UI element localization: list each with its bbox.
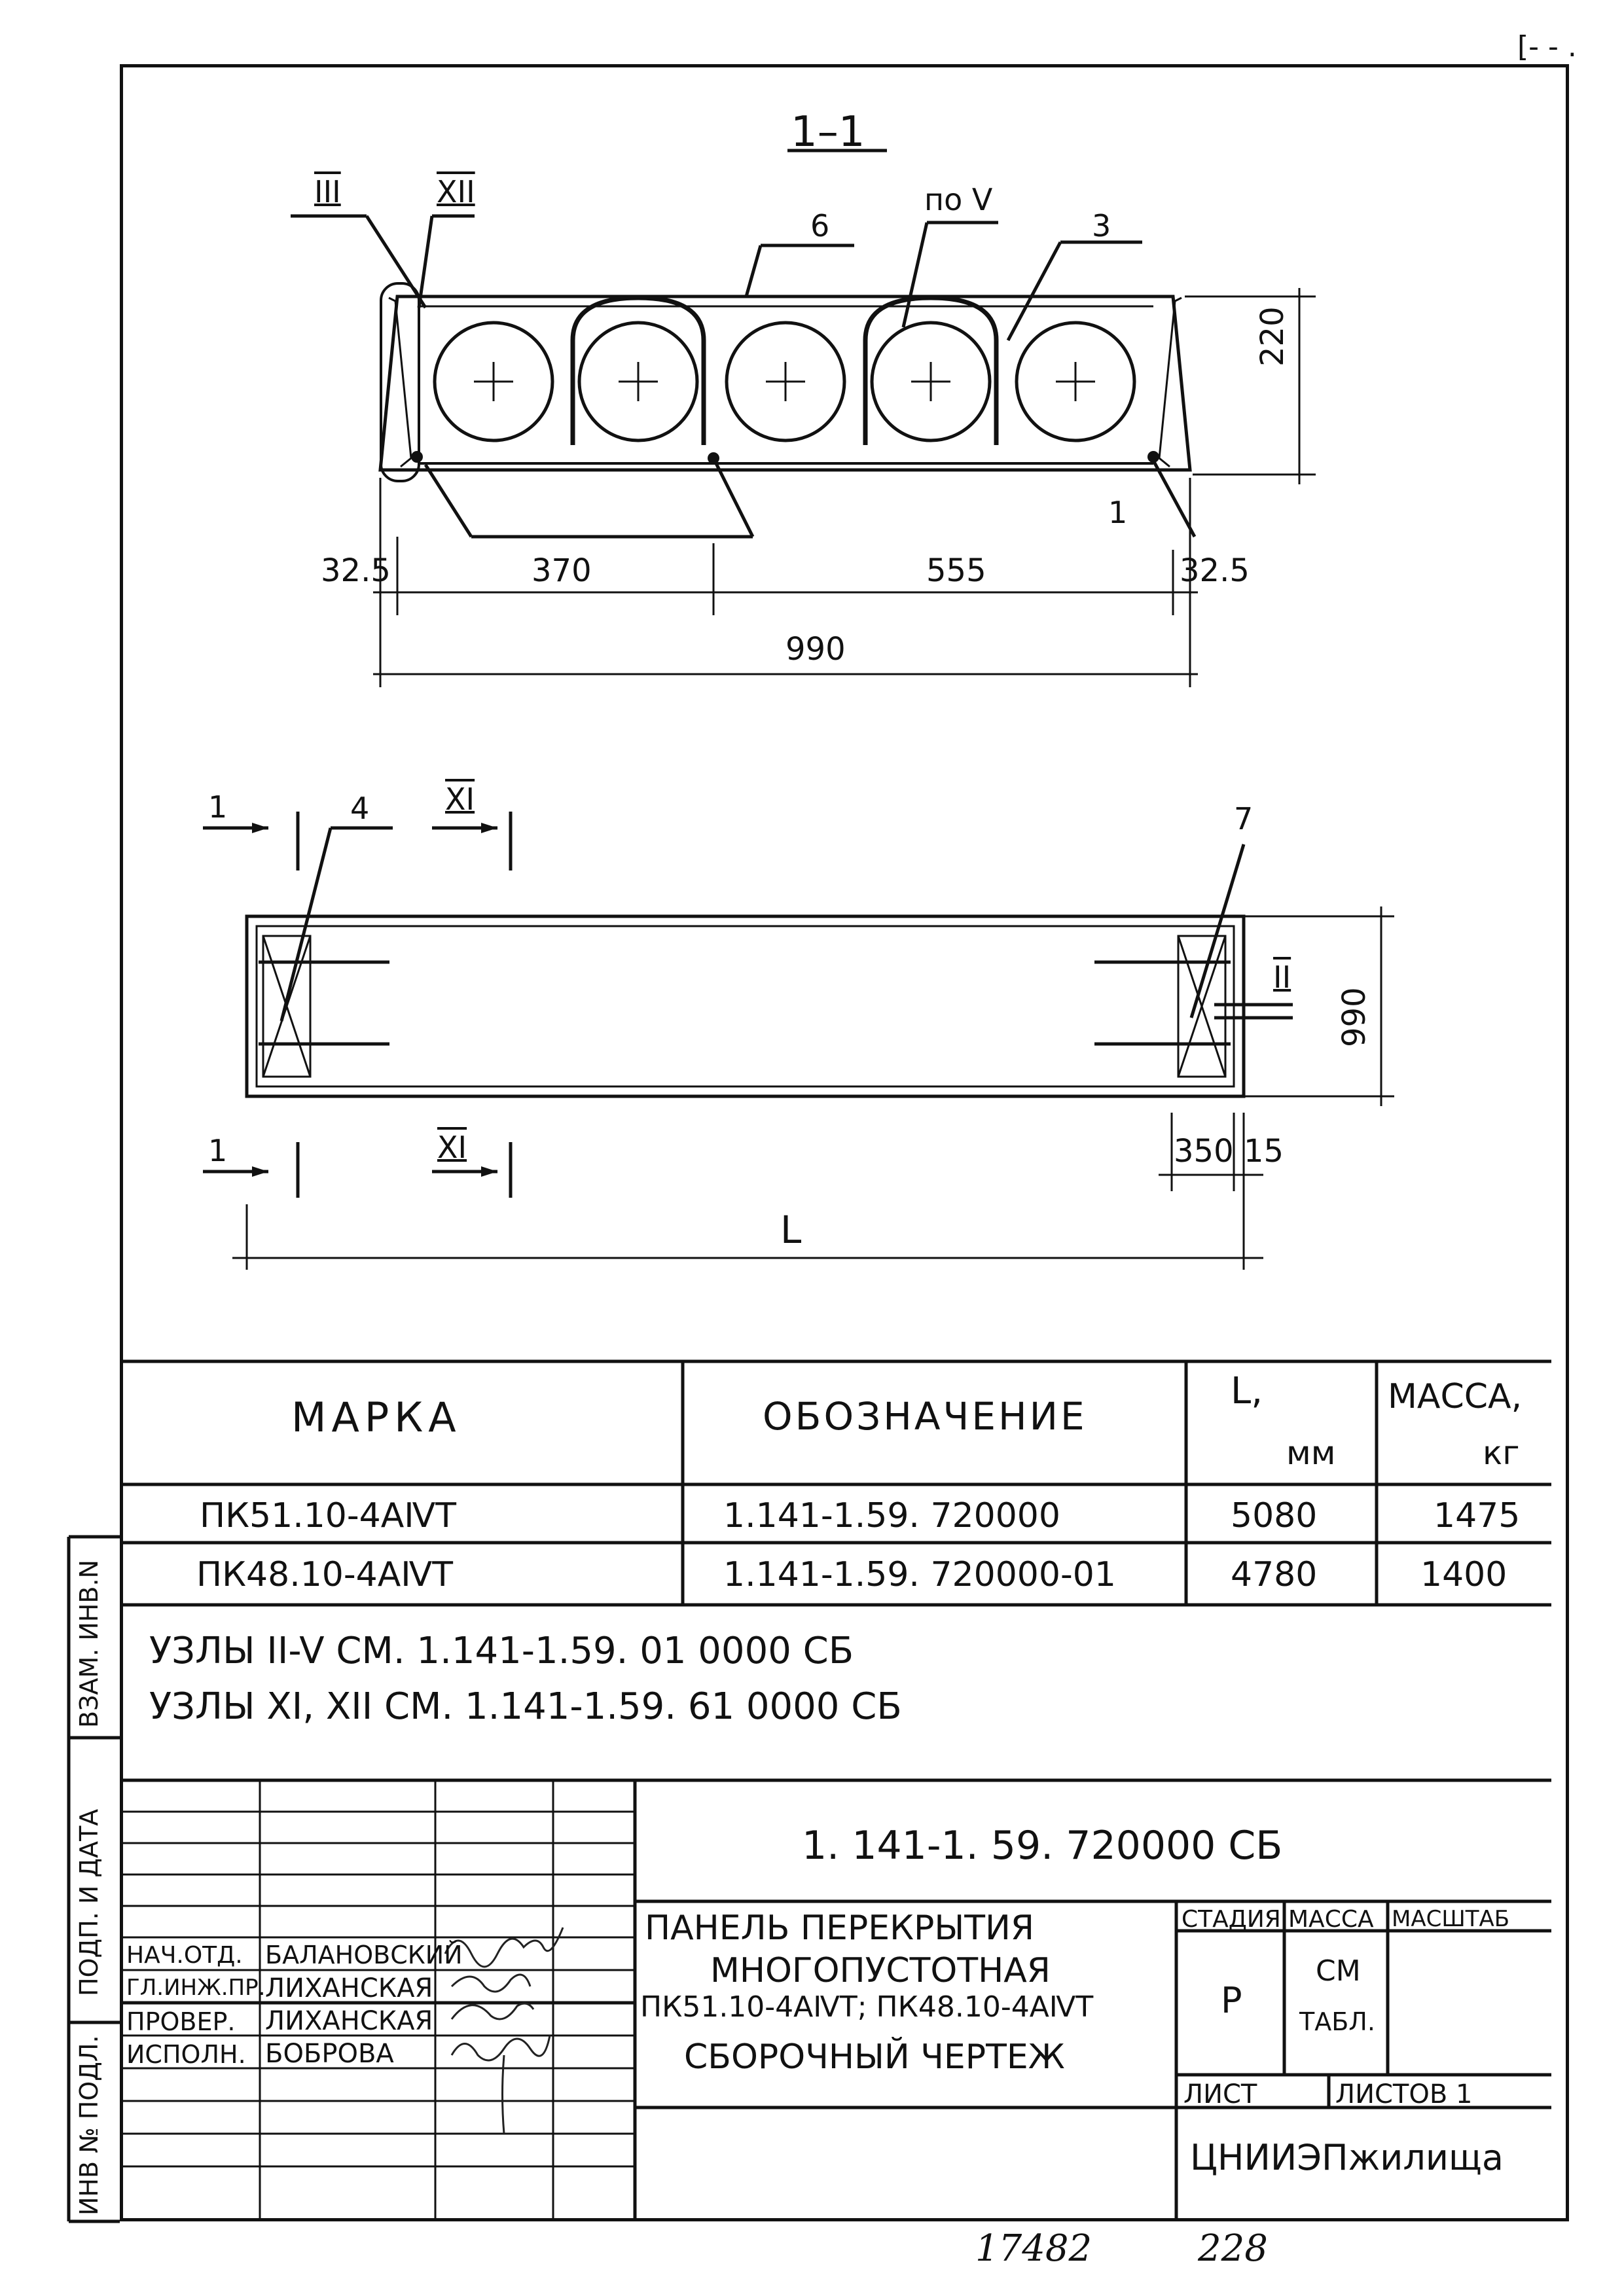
xi-bottom: XI: [437, 1130, 467, 1165]
callout-4: 4: [350, 791, 370, 826]
void-5: [1015, 321, 1136, 442]
void-3: [725, 321, 846, 442]
callout-3: 3: [1092, 208, 1111, 243]
plan-dim-15: 15: [1244, 1133, 1284, 1170]
callout-ii: II: [1273, 960, 1291, 995]
dim-height-220: 220: [1254, 306, 1291, 367]
callout-7: 7: [1234, 801, 1254, 836]
sign-name: ЛИХАНСКАЯ: [265, 2006, 433, 2036]
side-label-inv: ИНВ № ПОДЛ.: [75, 2035, 103, 2215]
drawing-frame: [120, 64, 1569, 2221]
side-label-vzam: ВЗАМ. ИНВ.N: [75, 1560, 103, 1728]
header-scale: МАСШТАБ: [1392, 1906, 1510, 1932]
title-line-4: СБОРОЧНЫЙ ЧЕРТЕЖ: [684, 2037, 1065, 2077]
section-title: 1–1: [791, 108, 865, 156]
dim-right-edge: 32.5: [1180, 552, 1250, 589]
cut-1-bottom: 1: [208, 1133, 228, 1168]
title-line-3: ПК51.10-4АⅣТ; ПК48.10-4АⅣТ: [640, 1990, 1094, 2024]
sheet-label: ЛИСТ: [1183, 2079, 1257, 2109]
title-line-1: ПАНЕЛЬ ПЕРЕКРЫТИЯ: [645, 1909, 1035, 1948]
signature-scribbles: [444, 1927, 564, 2134]
mass-value-2: ТАБЛ.: [1299, 2007, 1375, 2036]
header-mass: МАССА,: [1388, 1377, 1523, 1416]
callout-po-v: по V: [924, 182, 993, 217]
side-label-podp: ПОДП. И ДАТА: [75, 1808, 103, 1996]
footer-number-2: 228: [1198, 2227, 1268, 2270]
dim-left-span: 370: [532, 552, 592, 589]
plan-outline: [245, 914, 1246, 1098]
void-4: [870, 321, 992, 442]
header-designation: ОБОЗНАЧЕНИЕ: [763, 1394, 1087, 1439]
row-designation: 1.141-1.59. 720000: [723, 1496, 1060, 1535]
title-line-2: МНОГОПУСТОТНАЯ: [710, 1951, 1051, 1990]
callout-6: 6: [810, 208, 830, 243]
header-mass-tb: МАССА: [1288, 1906, 1374, 1933]
row-mark: ПК51.10-4АⅣТ: [200, 1496, 457, 1535]
sign-name: БОБРОВА: [265, 2039, 394, 2069]
callout-xii: XII: [437, 174, 475, 209]
footer-number-1: 17482: [975, 2227, 1092, 2270]
organization-name: ЦНИИЭПжилища: [1190, 2137, 1504, 2178]
cut-1-top: 1: [208, 789, 228, 825]
dim-mid-span: 555: [926, 552, 986, 589]
void-2: [577, 321, 699, 442]
top-corner-mark: [- - .: [1517, 30, 1577, 63]
void-1: [433, 321, 554, 442]
header-mark: МАРКА: [291, 1393, 461, 1441]
sign-name: ЛИХАНСКАЯ: [265, 1973, 433, 2003]
callout-iii: III: [314, 174, 341, 209]
row-mass: 1475: [1434, 1496, 1521, 1535]
sign-role: НАЧ.ОТД.: [126, 1942, 243, 1969]
note-line: УЗЛЫ II-V СМ. 1.141-1.59. 01 0000 СБ: [149, 1630, 854, 1672]
plan-dim-350: 350: [1174, 1133, 1234, 1170]
row-length: 4780: [1231, 1555, 1318, 1594]
sheets-label: ЛИСТОВ 1: [1335, 2079, 1473, 2109]
sign-name: БАЛАНОВСКИЙ: [265, 1941, 463, 1969]
callout-1: 1: [1108, 495, 1128, 530]
mass-value: СМ: [1316, 1954, 1361, 1988]
row-length: 5080: [1231, 1496, 1318, 1535]
stage-value: Р: [1221, 1980, 1242, 2021]
row-designation: 1.141-1.59. 720000-01: [723, 1555, 1116, 1594]
header-mass-unit: кг: [1483, 1434, 1520, 1472]
xi-top: XI: [445, 781, 475, 817]
document-code: 1. 141-1. 59. 720000 СБ: [802, 1823, 1283, 1869]
plan-dim-990: 990: [1336, 987, 1373, 1047]
sign-role: ГЛ.ИНЖ.ПР.: [126, 1975, 266, 2001]
sign-role: ИСПОЛН.: [126, 2040, 246, 2069]
note-line: УЗЛЫ XI, XII СМ. 1.141-1.59. 61 0000 СБ: [149, 1685, 902, 1728]
header-length: L,: [1231, 1370, 1263, 1412]
row-mass: 1400: [1420, 1555, 1507, 1594]
dim-total-width: 990: [785, 631, 846, 668]
header-length-unit: мм: [1286, 1434, 1336, 1472]
row-mark: ПК48.10-4АⅣТ: [196, 1555, 454, 1594]
dim-left-edge: 32.5: [321, 552, 391, 589]
plan-dim-length: L: [780, 1208, 802, 1252]
header-stage: СТАДИЯ: [1182, 1906, 1281, 1933]
sign-role: ПРОВЕР.: [126, 2007, 236, 2036]
